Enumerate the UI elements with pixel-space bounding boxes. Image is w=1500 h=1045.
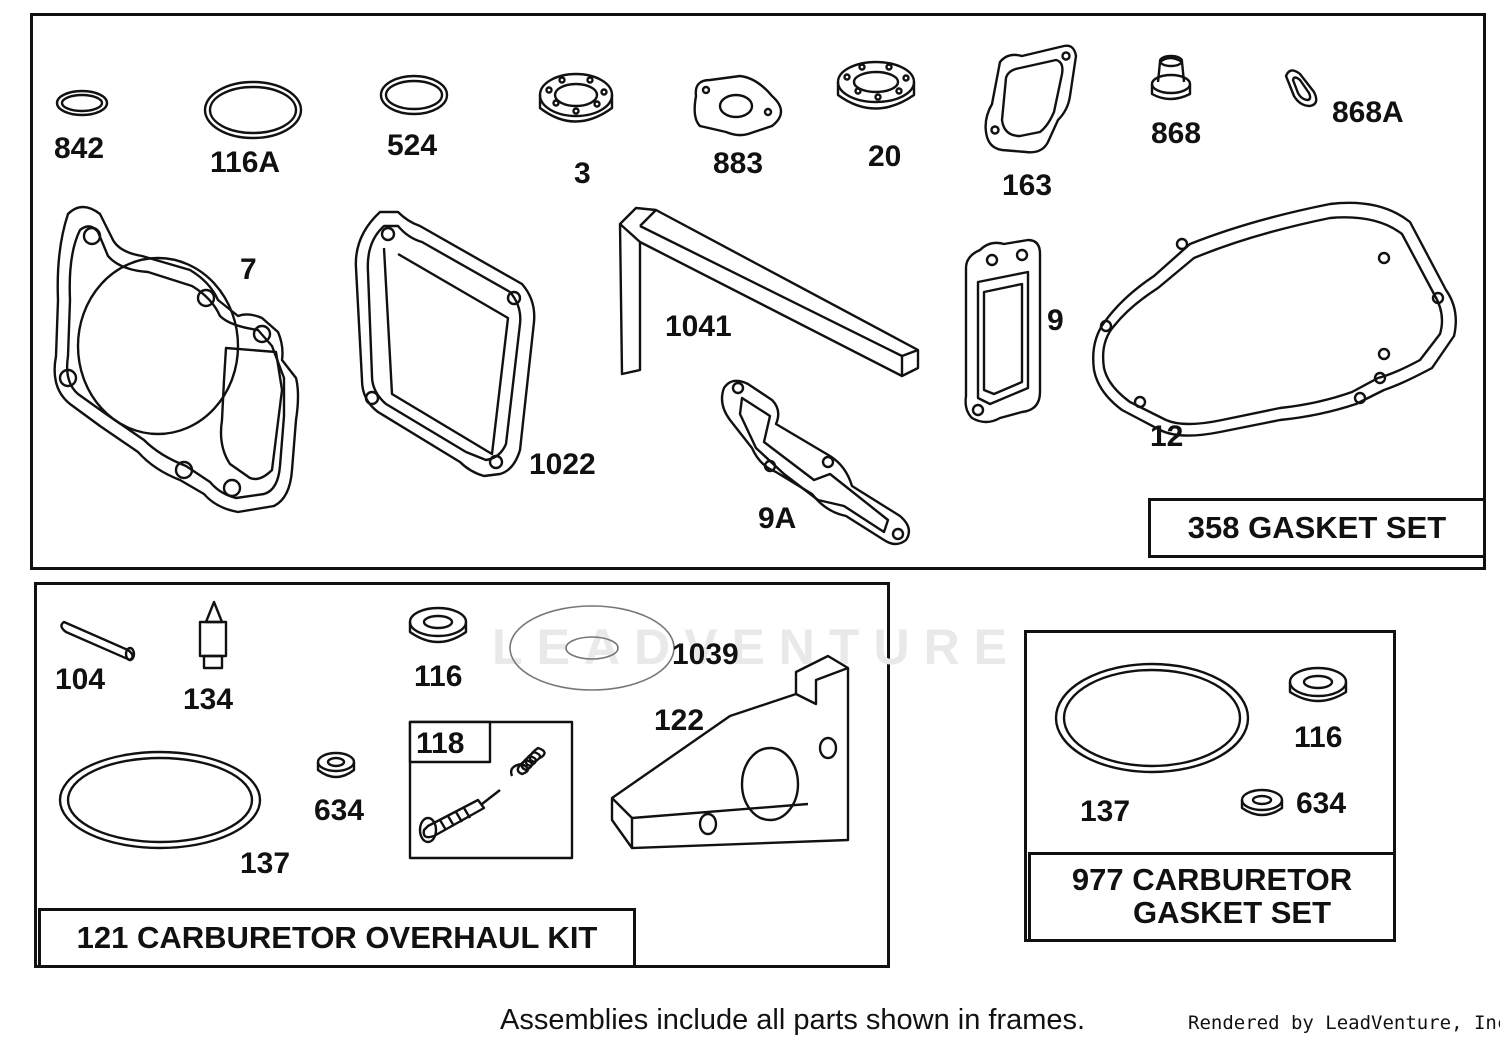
part-label-137-kit: 137 xyxy=(240,847,291,880)
carb-gasket-set-title-line2: GASKET SET xyxy=(1132,895,1332,930)
carb-gasket-set-title: 977 CARBURETOR GASKET SET xyxy=(1028,852,1396,942)
part-label-9a: 9A xyxy=(758,502,797,535)
gasket-set-title-text: 358 GASKET SET xyxy=(1187,509,1447,545)
part-label-116-set: 116 xyxy=(1294,721,1343,754)
carb-gasket-set-title-line1: 977 CARBURETOR xyxy=(1071,862,1353,898)
part-137-kit-drawing xyxy=(58,750,262,850)
part-label-1041: 1041 xyxy=(665,310,732,343)
part-20-drawing xyxy=(836,60,916,110)
part-524-drawing xyxy=(379,74,449,116)
part-9a-drawing xyxy=(720,379,911,546)
part-9-drawing xyxy=(964,238,1042,424)
sub-kit-118-drawing xyxy=(408,720,574,860)
watermark: LEADVENTURE xyxy=(492,619,1022,675)
part-163-drawing xyxy=(984,44,1078,154)
assemblies-note: Assemblies include all parts shown in fr… xyxy=(500,1004,1086,1036)
overhaul-kit-title: 121 CARBURETOR OVERHAUL KIT xyxy=(38,908,636,968)
render-credit: Rendered by LeadVenture, Inc. xyxy=(1188,1012,1500,1034)
part-868a-drawing xyxy=(1284,69,1318,108)
part-label-868: 868 xyxy=(1151,117,1202,150)
part-label-163: 163 xyxy=(1002,169,1053,202)
part-634-kit-drawing xyxy=(316,751,356,779)
part-label-134: 134 xyxy=(183,683,234,716)
part-1022-drawing xyxy=(354,210,536,478)
part-116-kit-drawing xyxy=(408,606,468,644)
part-label-116-kit: 116 xyxy=(414,660,463,693)
part-label-116a: 116A xyxy=(210,146,281,179)
part-7-drawing xyxy=(53,205,300,514)
part-label-1022: 1022 xyxy=(529,448,596,481)
part-label-20: 20 xyxy=(868,140,902,173)
part-label-7: 7 xyxy=(240,253,257,286)
part-label-634-set: 634 xyxy=(1296,787,1347,820)
part-label-3: 3 xyxy=(574,157,591,190)
part-label-1039: 1039 xyxy=(672,638,739,671)
part-label-842: 842 xyxy=(54,132,105,165)
part-1039-drawing xyxy=(509,605,675,691)
part-842-drawing xyxy=(55,89,109,117)
part-label-12: 12 xyxy=(1150,420,1184,453)
part-label-868a: 868A xyxy=(1332,96,1404,129)
part-label-883: 883 xyxy=(713,147,764,180)
part-label-104: 104 xyxy=(55,663,106,696)
part-label-122: 122 xyxy=(654,704,705,737)
part-label-9: 9 xyxy=(1047,304,1064,337)
part-634-set-drawing xyxy=(1240,788,1284,817)
part-label-524: 524 xyxy=(387,129,438,162)
part-137-set-drawing xyxy=(1054,662,1250,774)
part-134-drawing xyxy=(198,600,228,670)
part-883-drawing xyxy=(693,74,783,137)
part-12-drawing xyxy=(1092,201,1457,437)
part-3-drawing xyxy=(538,72,614,123)
sub-kit-label-118: 118 xyxy=(416,727,465,760)
gasket-set-title: 358 GASKET SET xyxy=(1148,498,1486,558)
gasket-set-frame xyxy=(30,13,1486,570)
part-116-set-drawing xyxy=(1288,666,1348,703)
part-label-137-set: 137 xyxy=(1080,795,1131,828)
part-104-drawing xyxy=(60,620,136,662)
part-116a-drawing xyxy=(203,80,303,140)
part-122-drawing xyxy=(610,654,850,850)
part-868-drawing xyxy=(1150,54,1192,101)
part-1041-drawing xyxy=(618,206,920,378)
part-label-634-kit: 634 xyxy=(314,794,365,827)
overhaul-kit-title-text: 121 CARBURETOR OVERHAUL KIT xyxy=(76,919,598,955)
